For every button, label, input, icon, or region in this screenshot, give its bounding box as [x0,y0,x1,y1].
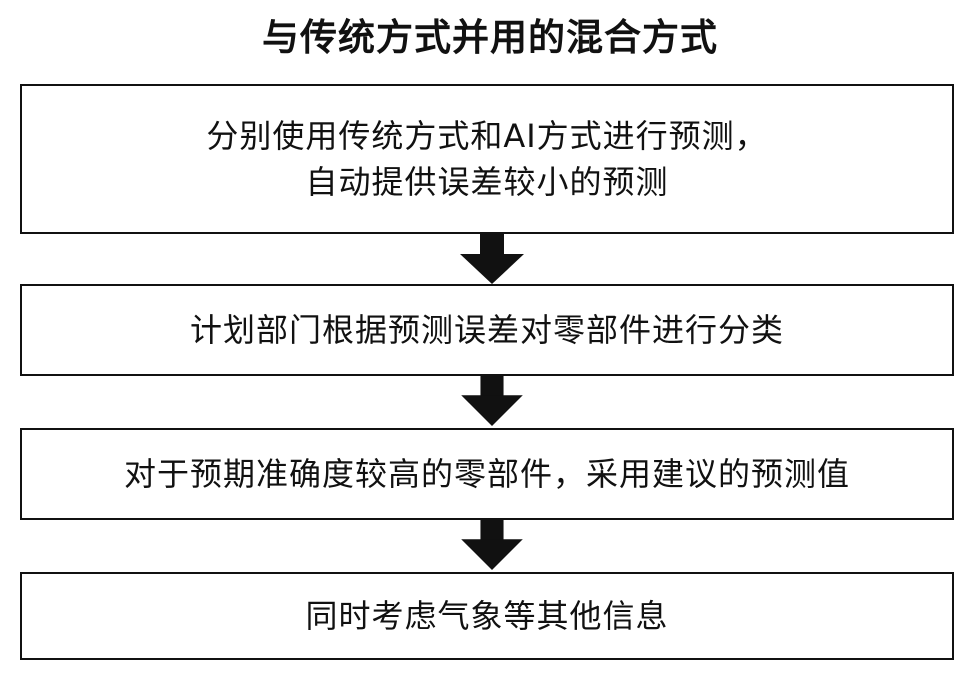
down-arrow-icon [461,376,523,426]
down-arrow-icon [460,234,524,284]
flow-step-1: 分别使用传统方式和AI方式进行预测， 自动提供误差较小的预测 [20,84,954,234]
flow-step-4: 同时考虑气象等其他信息 [20,572,954,660]
flow-step-4-line-1: 同时考虑气象等其他信息 [305,597,669,635]
diagram-title: 与传统方式并用的混合方式 [262,16,718,59]
down-arrow-icon [461,520,523,570]
flow-step-2: 计划部门根据预测误差对零部件进行分类 [20,284,954,376]
flow-step-2-line-1: 计划部门根据预测误差对零部件进行分类 [189,311,784,349]
flow-step-1-line-2: 自动提供误差较小的预测 [305,163,669,201]
flow-step-3-text: 对于预期准确度较高的零部件，采用建议的预测值 [124,451,850,497]
flow-step-3-line-1: 对于预期准确度较高的零部件，采用建议的预测值 [123,455,850,493]
flow-step-2-text: 计划部门根据预测误差对零部件进行分类 [190,307,784,353]
flow-step-1-text: 分别使用传统方式和AI方式进行预测， 自动提供误差较小的预测 [206,113,767,205]
flow-step-4-text: 同时考虑气象等其他信息 [305,593,668,639]
flow-step-3: 对于预期准确度较高的零部件，采用建议的预测值 [20,428,954,520]
flow-step-1-line-1: 分别使用传统方式和AI方式进行预测， [206,117,768,155]
